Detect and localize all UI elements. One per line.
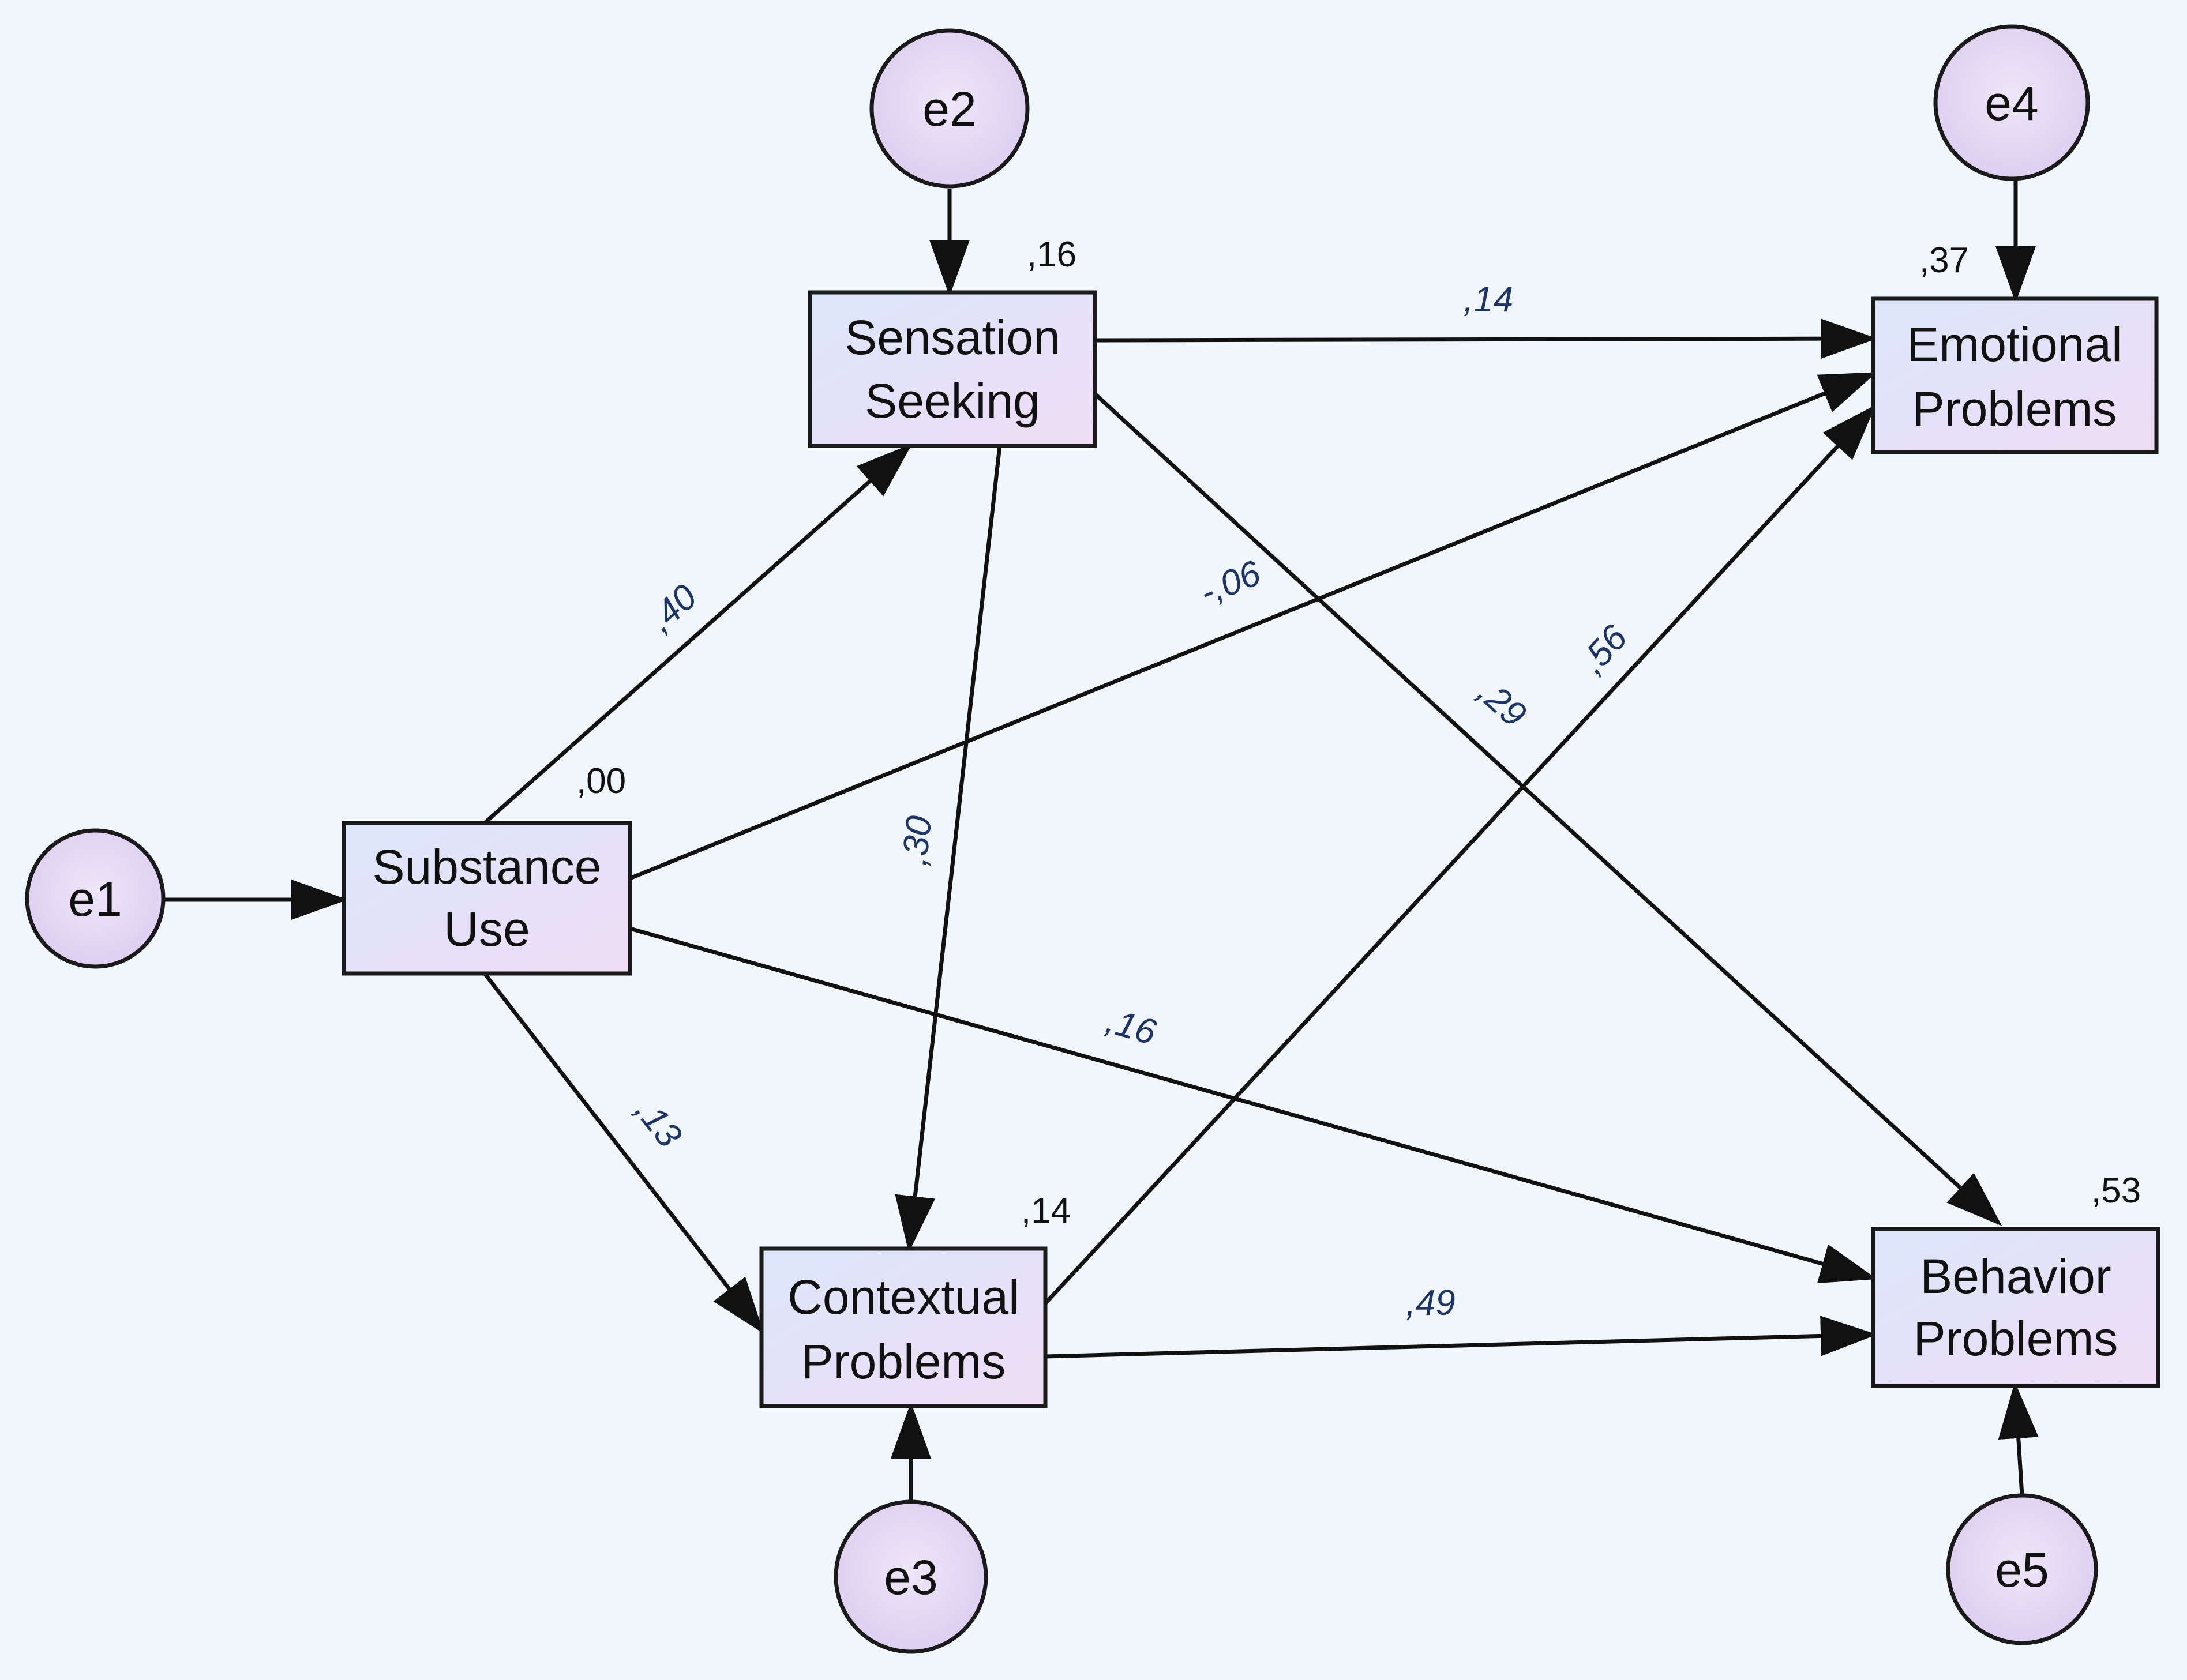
contextual-problems-label-line2: Problems <box>801 1335 1006 1389</box>
contextual-problems-r2: ,14 <box>1021 1191 1071 1231</box>
e2-circle <box>869 28 1030 189</box>
error-e2: e2 <box>869 28 1030 189</box>
node-contextual-problems: Contextual Problems ,14 <box>759 1191 1071 1408</box>
behavior-problems-r2: ,53 <box>2091 1171 2141 1211</box>
error-e3: e3 <box>834 1499 988 1654</box>
contextual-problems-box <box>759 1246 1048 1408</box>
e2-label: e2 <box>922 82 976 136</box>
sensation-seeking-label-line2: Seeking <box>865 374 1040 428</box>
emotional-problems-label-line2: Problems <box>1912 382 2117 436</box>
edge-e5-to-behavior-problems <box>1998 1382 2039 1496</box>
e4-circle <box>1933 24 2090 181</box>
sensation-seeking-label-line1: Sensation <box>845 310 1060 364</box>
substance-use-box <box>342 821 632 976</box>
e3-label: e3 <box>884 1550 937 1604</box>
behavior-problems-box <box>1871 1227 2160 1388</box>
e3-circle <box>834 1499 988 1654</box>
edge-sensation-seeking-to-emotional-problems <box>1094 318 1877 359</box>
coef-ss-ep: ,14 <box>1464 280 1513 320</box>
edge-contextual-problems-to-emotional-problems <box>1044 404 1876 1305</box>
edges <box>163 180 2039 1501</box>
error-e1: e1 <box>25 828 166 969</box>
edge-substance-use-to-emotional-problems <box>629 371 1877 881</box>
emotional-problems-r2: ,37 <box>1919 240 1969 280</box>
emotional-problems-label-line1: Emotional <box>1907 317 2122 371</box>
e1-circle <box>25 828 166 969</box>
error-e4: e4 <box>1933 24 2090 181</box>
node-behavior-problems: Behavior Problems ,53 <box>1871 1171 2160 1388</box>
sensation-seeking-box <box>808 290 1097 448</box>
error-e5: e5 <box>1946 1493 2098 1645</box>
contextual-problems-label-line1: Contextual <box>787 1270 1019 1324</box>
edge-sensation-seeking-to-contextual-problems <box>895 445 1002 1253</box>
edge-substance-use-to-contextual-problems <box>483 972 764 1334</box>
node-sensation-seeking: Sensation Seeking ,16 <box>808 235 1097 448</box>
edge-substance-use-to-behavior-problems <box>629 926 1877 1284</box>
edge-contextual-problems-to-behavior-problems <box>1045 1316 1877 1359</box>
behavior-problems-label-line2: Problems <box>1914 1311 2118 1366</box>
coef-cp-bp: ,49 <box>1405 1283 1456 1323</box>
substance-use-label-line1: Substance <box>373 840 602 894</box>
emotional-problems-box <box>1871 296 2159 454</box>
e1-label: e1 <box>68 872 122 926</box>
edge-substance-use-to-sensation-seeking <box>483 444 913 825</box>
e5-circle <box>1946 1493 2098 1645</box>
edge-sensation-seeking-to-behavior-problems <box>1093 392 2002 1226</box>
e4-label: e4 <box>1985 76 2038 130</box>
sensation-seeking-r2: ,16 <box>1027 235 1076 275</box>
node-emotional-problems: Emotional Problems ,37 <box>1871 240 2159 454</box>
substance-use-label-line2: Use <box>444 902 530 956</box>
node-substance-use: Substance Use ,00 <box>342 761 632 976</box>
e5-label: e5 <box>1995 1543 2049 1597</box>
behavior-problems-label-line1: Behavior <box>1920 1249 2111 1303</box>
coef-ss-cp: ,30 <box>895 814 940 867</box>
substance-use-r2: ,00 <box>576 761 626 801</box>
